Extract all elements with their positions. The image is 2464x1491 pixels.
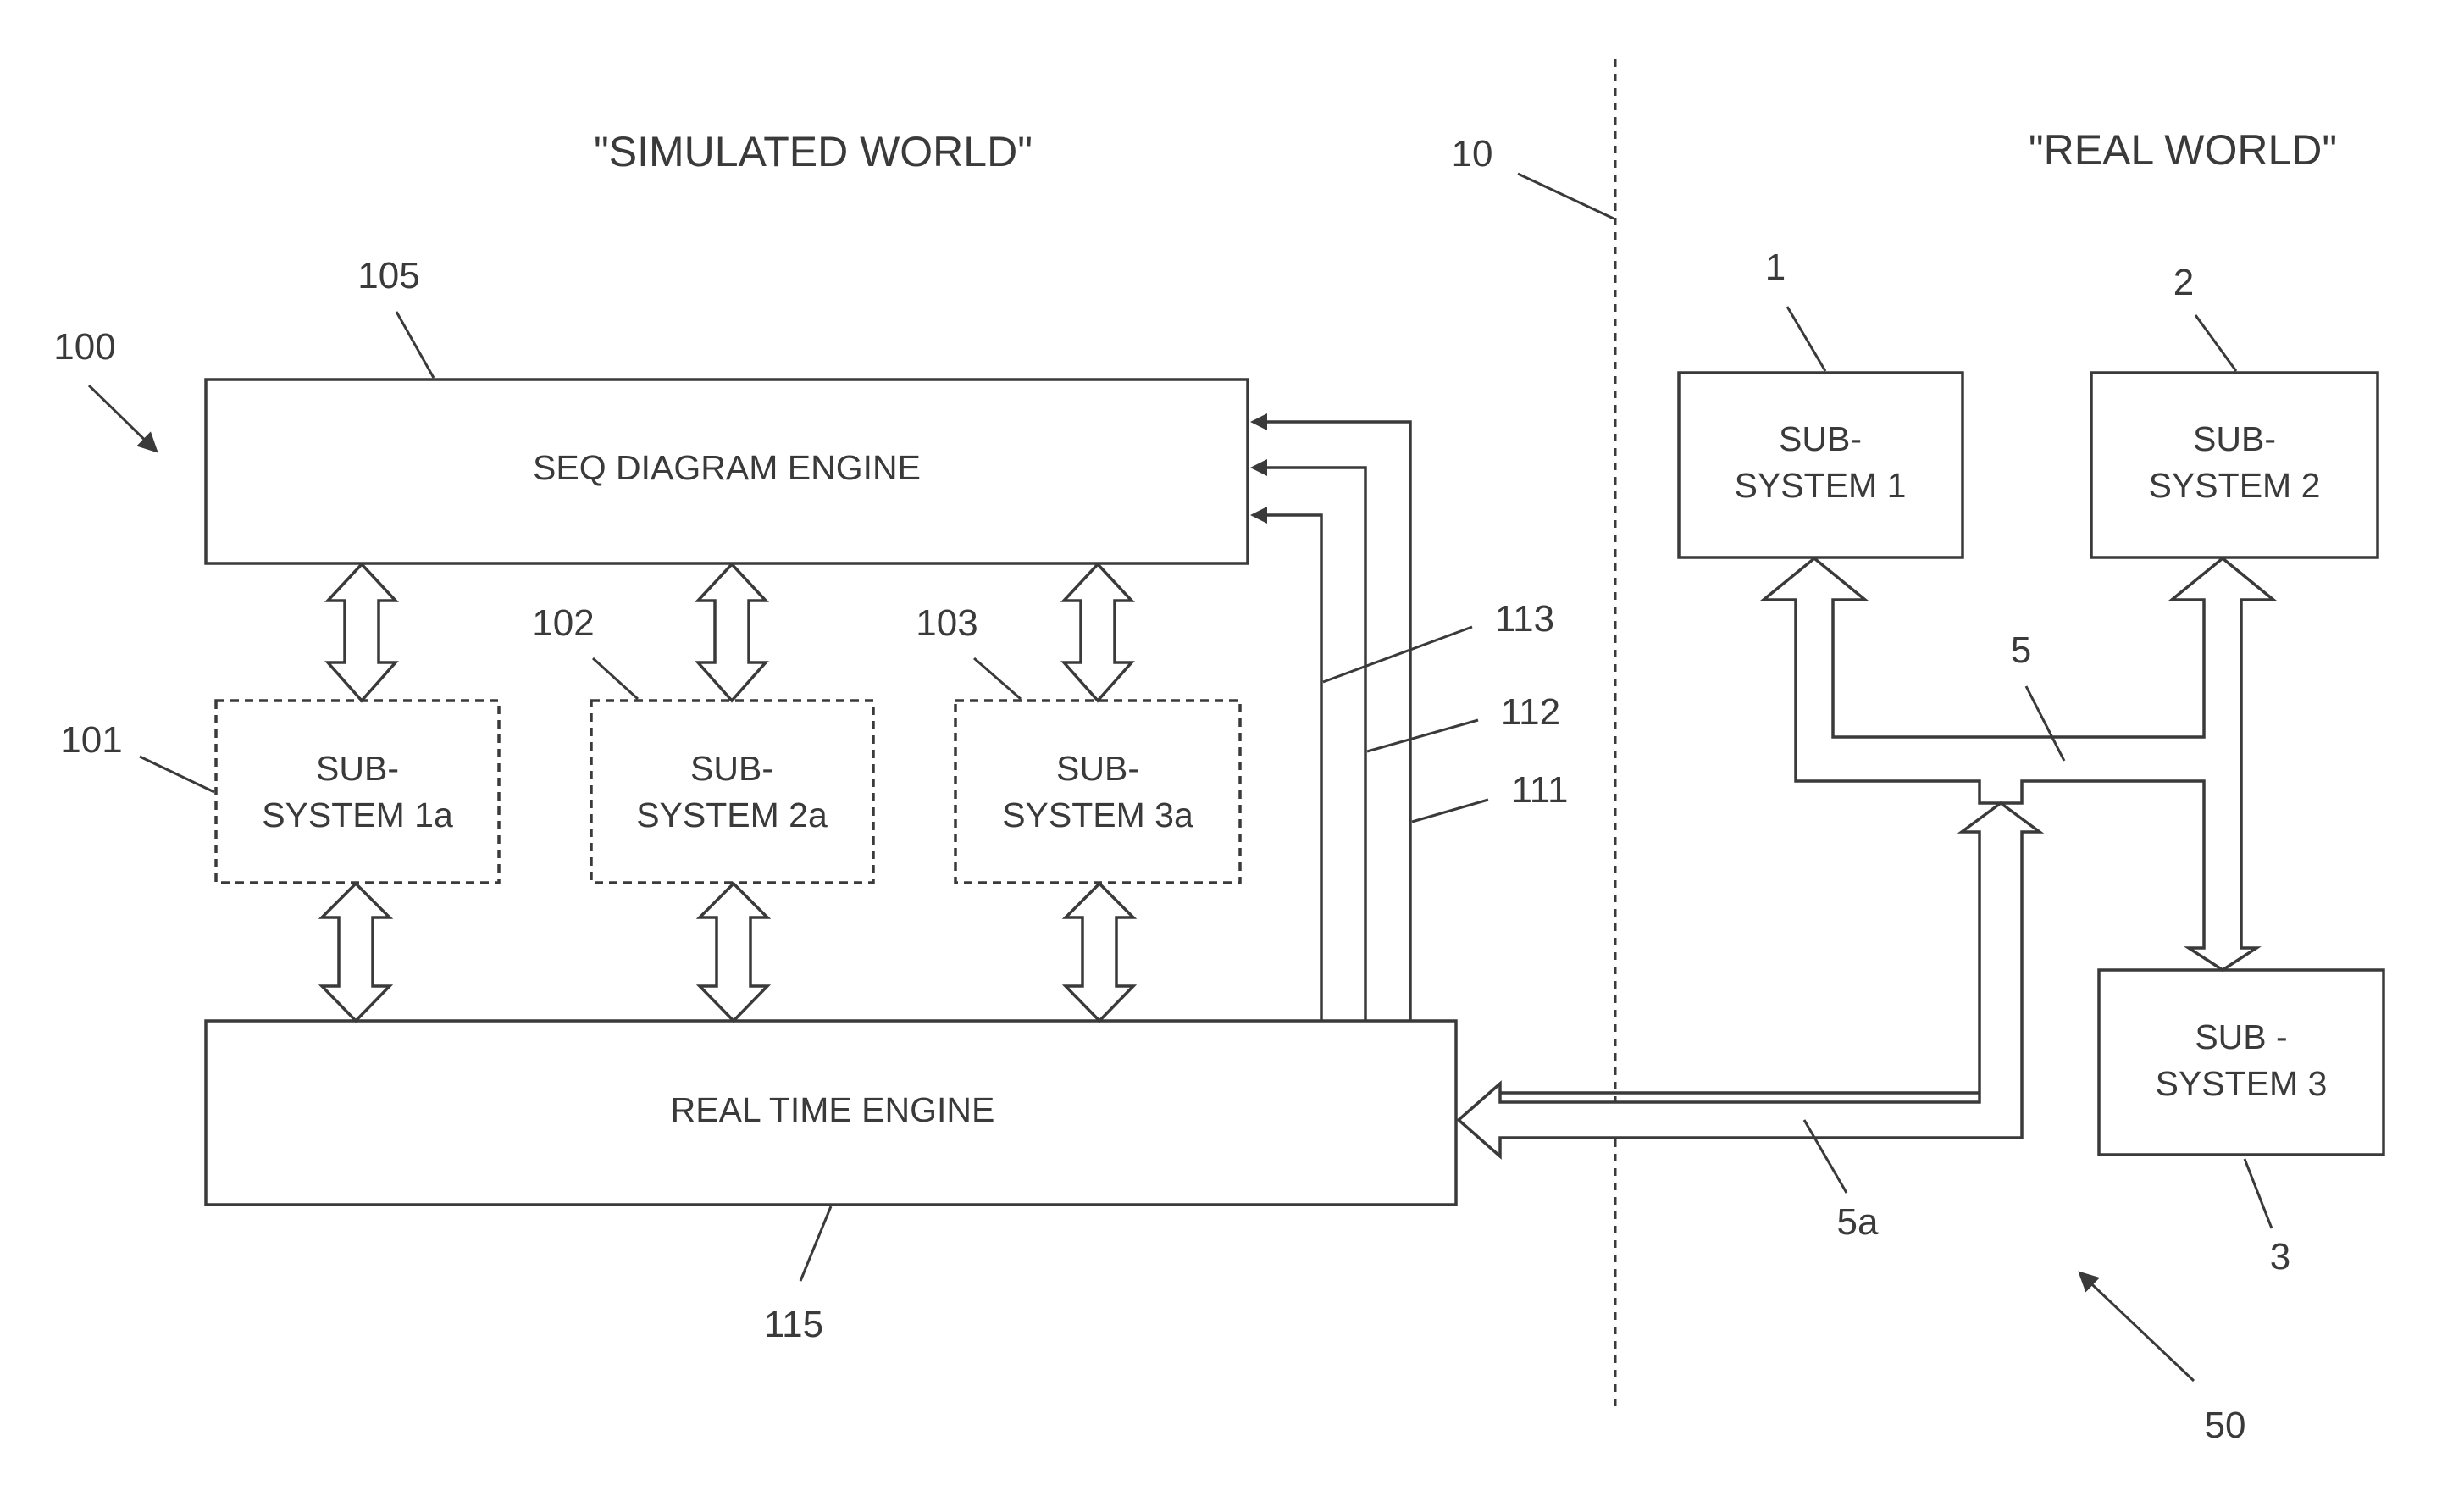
ref-105-label: 105 bbox=[357, 255, 419, 297]
ref-50-label: 50 bbox=[2205, 1405, 2246, 1446]
ref-2-leader bbox=[2195, 315, 2236, 371]
ref-100-pointer-icon bbox=[89, 385, 157, 452]
real-subsystem-1-line2: SYSTEM 1 bbox=[1735, 466, 1907, 505]
ref-3-label: 3 bbox=[2270, 1236, 2290, 1278]
real-world-heading: "REAL WORLD" bbox=[2029, 126, 2337, 174]
ref-2-label: 2 bbox=[2173, 262, 2194, 303]
sim-subsystem-3a-line1: SUB- bbox=[1056, 749, 1139, 788]
ref-1-label: 1 bbox=[1765, 247, 1786, 288]
real-subsystem-2-line1: SUB- bbox=[2193, 419, 2276, 458]
ref-115-label: 115 bbox=[764, 1304, 823, 1345]
ref-112-label: 112 bbox=[1501, 691, 1560, 733]
sim-subsystem-1a-line2: SYSTEM 1a bbox=[262, 795, 453, 834]
double-arrow-3a-seq-icon bbox=[1064, 564, 1132, 701]
ref-102-label: 102 bbox=[532, 602, 594, 644]
real-time-engine-label: REAL TIME ENGINE bbox=[671, 1090, 995, 1129]
seq-diagram-engine-label: SEQ DIAGRAM ENGINE bbox=[533, 448, 921, 487]
real-subsystem-2-block: SUB- SYSTEM 2 bbox=[2091, 373, 2378, 557]
sim-subsystem-3a-block: SUB- SYSTEM 3a bbox=[955, 701, 1240, 883]
simulated-world-heading: "SIMULATED WORLD" bbox=[594, 128, 1033, 175]
ref-5-label: 5 bbox=[2011, 629, 2031, 671]
ref-101-label: 101 bbox=[60, 719, 122, 761]
sim-subsystem-2a-line2: SYSTEM 2a bbox=[636, 795, 828, 834]
sim-subsystem-2a-line1: SUB- bbox=[690, 749, 773, 788]
ref-5a-label: 5a bbox=[1837, 1201, 1879, 1243]
ref-102-leader bbox=[593, 658, 638, 699]
ref-111-label: 111 bbox=[1512, 769, 1569, 811]
sim-subsystem-2a-block: SUB- SYSTEM 2a bbox=[591, 701, 873, 883]
double-arrow-2a-rt-icon bbox=[700, 884, 767, 1021]
arrowhead-112-icon bbox=[1250, 459, 1267, 476]
sim-subsystem-3a-line2: SYSTEM 3a bbox=[1002, 795, 1193, 834]
double-arrow-2a-seq-icon bbox=[698, 564, 766, 701]
ref-10-leader bbox=[1518, 174, 1614, 219]
ref-115-leader bbox=[800, 1206, 831, 1281]
ref-103-leader bbox=[974, 658, 1021, 699]
ref-3-leader bbox=[2245, 1159, 2272, 1228]
real-subsystem-3-block: SUB - SYSTEM 3 bbox=[2099, 970, 2384, 1155]
feedback-line-113 bbox=[1250, 507, 1321, 1021]
feedback-line-111 bbox=[1250, 413, 1410, 1021]
ref-10-label: 10 bbox=[1452, 133, 1493, 175]
sim-subsystem-1a-block: SUB- SYSTEM 1a bbox=[216, 701, 499, 883]
ref-1-leader bbox=[1787, 307, 1825, 371]
ref-100-label: 100 bbox=[53, 326, 115, 368]
double-arrow-1a-seq-icon bbox=[328, 564, 396, 701]
ref-113-label: 113 bbox=[1495, 598, 1554, 640]
real-subsystem-1-block: SUB- SYSTEM 1 bbox=[1679, 373, 1963, 557]
ref-50-pointer-icon bbox=[2079, 1272, 2194, 1381]
double-arrow-1a-rt-icon bbox=[322, 884, 390, 1021]
ref-113-leader bbox=[1323, 627, 1472, 682]
arrowhead-113-icon bbox=[1250, 507, 1267, 524]
arrowhead-111-icon bbox=[1250, 413, 1267, 430]
double-arrow-3a-rt-icon bbox=[1066, 884, 1133, 1021]
ref-111-leader bbox=[1412, 800, 1488, 822]
ref-101-leader bbox=[140, 757, 214, 792]
real-subsystem-1-line1: SUB- bbox=[1779, 419, 1862, 458]
feedback-line-112 bbox=[1250, 459, 1365, 1021]
ref-105-leader bbox=[396, 312, 434, 378]
ref-103-label: 103 bbox=[916, 602, 977, 644]
seq-diagram-engine-block: SEQ DIAGRAM ENGINE bbox=[206, 380, 1248, 563]
real-subsystem-2-line2: SYSTEM 2 bbox=[2149, 466, 2321, 505]
real-subsystem-3-line1: SUB - bbox=[2195, 1017, 2287, 1056]
real-subsystem-3-line2: SYSTEM 3 bbox=[2156, 1064, 2328, 1103]
sim-subsystem-1a-line1: SUB- bbox=[316, 749, 399, 788]
real-time-engine-block: REAL TIME ENGINE bbox=[206, 1021, 1456, 1205]
ref-112-leader bbox=[1367, 720, 1478, 751]
bus-5a-link bbox=[1459, 803, 2040, 1156]
